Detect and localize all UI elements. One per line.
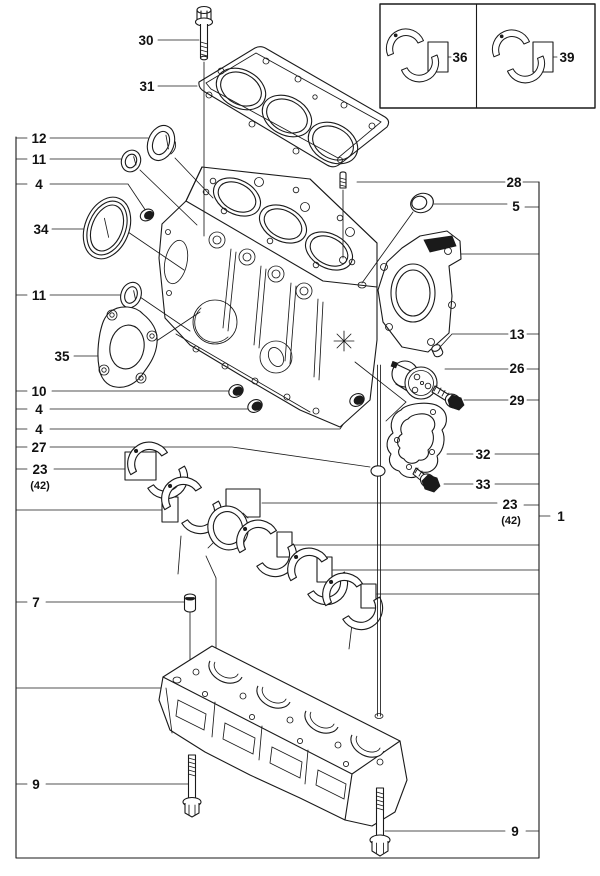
bearing-box-6 [360,583,377,609]
stay-bolt-drawing [370,364,386,719]
callout-4-lower: 4 [35,422,43,437]
bolt-29-drawing [431,385,465,411]
block-front-face-details [163,229,355,415]
deck-holes [202,177,367,289]
pump-rotor-26-drawing [390,360,438,400]
callout-4-mid: 4 [35,402,43,417]
leader-23-right [261,502,540,506]
leader-5 [433,203,540,208]
callout-32: 32 [475,447,490,462]
callout-30: 30 [138,33,153,48]
cylinder-block-drawing [127,61,462,428]
left-label-ticks [15,137,28,785]
leader-27 [49,446,371,468]
bolt-9-right-drawing [369,787,391,857]
seal-11-upper-drawing [120,149,142,173]
bolt-9-left-drawing [182,754,202,818]
callout-11-upper: 11 [32,152,47,167]
callout-9-left: 9 [32,777,40,792]
leader-4-upper [49,183,147,212]
cylinder-bores [212,177,354,271]
callout-7: 7 [32,595,40,610]
callout-13: 13 [509,327,525,342]
seal-12-drawing [146,124,177,162]
callout-28: 28 [506,175,522,190]
callout-12: 12 [31,131,46,146]
callout-39: 39 [559,50,574,65]
callout-36: 36 [452,50,468,65]
plug-4-upper-drawing [139,208,155,222]
callout-4-upper: 4 [35,177,43,192]
plug-4-mid-drawing [247,399,263,413]
assembly-bracket-line [15,136,540,859]
block-top-face-edges [185,166,378,288]
head-gasket-drawing [198,46,390,168]
gasket-32-drawing [386,402,447,479]
plug-27-drawing [370,465,386,477]
callout-5: 5 [512,199,520,214]
bearing-case-details [165,668,384,800]
seal-34-drawing [82,196,132,260]
callout-29: 29 [509,393,524,408]
plug-10-drawing [228,384,244,398]
callout-bracket-lines [15,39,551,859]
bearing-case-drawing [158,645,408,827]
callout-labels: 30 31 12 11 4 34 11 35 10 4 4 27 23 (42)… [30,33,574,839]
bearing-saddles [208,660,385,758]
callout-34: 34 [33,222,49,237]
stud-28-drawing [339,171,347,189]
inset-border [379,3,596,109]
callout-10: 10 [31,384,46,399]
bearing-inset-box [377,3,596,109]
alignment-lines [127,61,414,422]
callout-26: 26 [509,361,525,376]
callout-31: 31 [139,79,155,94]
callout-33: 33 [475,477,491,492]
plug-5-drawing [410,192,434,214]
callout-23-left: 23 [32,462,48,477]
dowel-7-drawing [183,593,197,613]
head-bolt-drawing [194,5,214,61]
bearing-case-outline [158,645,408,827]
callout-9-right: 9 [511,824,519,839]
callout-27: 27 [31,440,46,455]
callout-23-right: 23 [502,497,518,512]
callout-11-lower: 11 [32,288,47,303]
plug-13-drawing [431,344,444,358]
seal-11-lower-drawing [120,281,142,309]
leader-13 [440,333,540,347]
callout-1: 1 [557,509,565,524]
plug-4-lower-drawing [349,393,365,407]
bolt-33-drawing [412,467,441,493]
callout-35: 35 [54,349,70,364]
callout-42-left: (42) [30,480,50,492]
callout-42-right: (42) [501,515,521,527]
main-bearing-cascade [114,425,396,675]
gasket-35-drawing [97,306,158,388]
block-rear-flange [377,230,462,353]
